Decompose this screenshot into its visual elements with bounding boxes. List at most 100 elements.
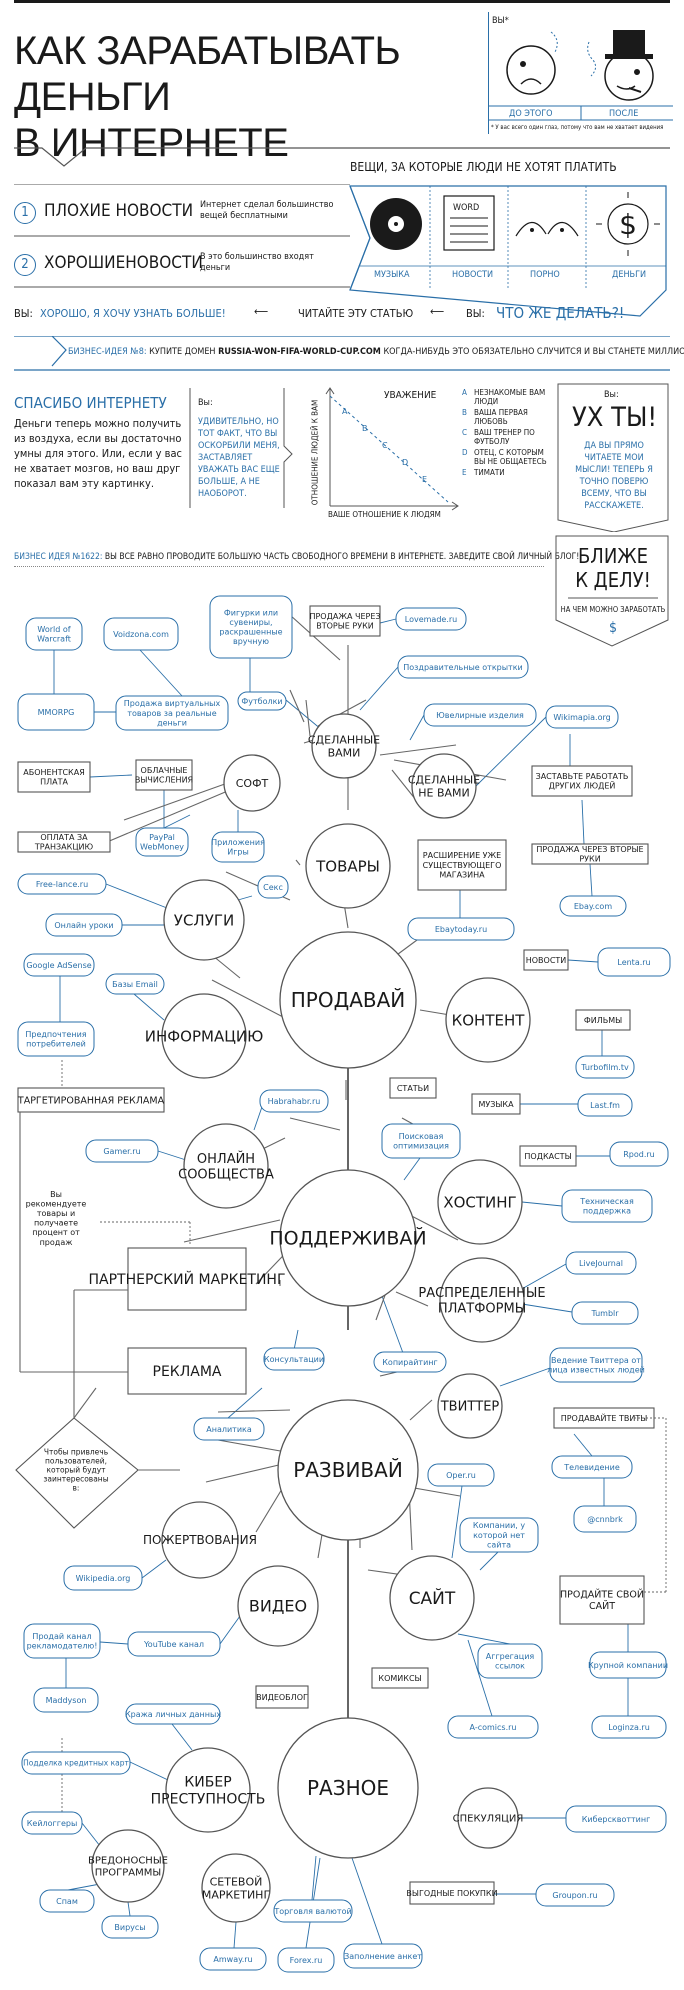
pill-rpod-label: Rpod.ru	[623, 1150, 655, 1159]
pill-gameru[interactable]	[85, 1139, 159, 1163]
pill-groupon[interactable]	[535, 1883, 615, 1907]
pill-wikipedia[interactable]	[63, 1565, 143, 1591]
newspaper-icon	[443, 195, 495, 251]
pill-habr[interactable]	[259, 1089, 329, 1113]
pill-openru[interactable]	[427, 1463, 495, 1487]
pill-copywriting-label: Копирайтинг	[382, 1358, 437, 1367]
pill-adsense[interactable]	[23, 953, 95, 977]
circle-soft-label: СОФТ	[236, 777, 269, 790]
pill-spam[interactable]	[39, 1889, 95, 1913]
pill-forex-trade[interactable]	[273, 1899, 353, 1923]
pill-connector	[233, 1921, 237, 1949]
pill-seo[interactable]	[381, 1123, 461, 1159]
box-articles	[389, 1077, 437, 1099]
pill-turbofilm[interactable]	[575, 1055, 635, 1079]
pill-theft[interactable]	[125, 1703, 221, 1725]
circle-communities	[183, 1123, 269, 1209]
top-hat-icon	[587, 30, 654, 101]
pill-connector	[359, 666, 399, 711]
pill-sellchannel[interactable]	[23, 1623, 101, 1659]
legend-text: НЕЗНАКОМЫЕ ВАМ ЛЮДИ	[474, 388, 546, 406]
pill-connector	[589, 863, 593, 897]
pill-cnnbrk[interactable]	[573, 1505, 637, 1533]
pill-connector	[219, 1615, 241, 1645]
closer-frame	[555, 535, 669, 647]
pill-lovemade[interactable]	[395, 607, 467, 631]
pill-amway[interactable]	[199, 1947, 267, 1971]
pill-consult[interactable]	[263, 1347, 325, 1371]
pill-turbofilm-label: Turbofilm.tv	[580, 1063, 629, 1072]
box-ads-label: РЕКЛАМА	[153, 1364, 222, 1380]
pill-paypal[interactable]	[135, 827, 189, 857]
box-pertx	[17, 831, 111, 853]
chart-point-label: A	[342, 407, 348, 416]
pill-loginza[interactable]	[591, 1715, 667, 1739]
pill-lastfm[interactable]	[577, 1093, 633, 1117]
bad-news-row: 1 ПЛОХИЕ НОВОСТИ Интернет сделал большин…	[14, 200, 344, 230]
pill-lessons[interactable]	[45, 913, 123, 937]
pill-analytics[interactable]	[193, 1417, 265, 1441]
box-deals	[409, 1881, 495, 1905]
pill-prefs[interactable]	[17, 1021, 95, 1057]
circle-speculation-label: СПЕКУЛЯЦИЯ	[453, 1814, 524, 1825]
circle-site	[389, 1555, 475, 1641]
pill-surveys[interactable]	[343, 1943, 423, 1969]
dialog-you-1: ВЫ:	[14, 307, 33, 320]
pill-wow[interactable]	[25, 617, 83, 651]
dialog-middle: ЧИТАЙТЕ ЭТУ СТАТЬЮ	[298, 307, 414, 320]
pill-apps[interactable]	[211, 831, 265, 863]
pill-bigco[interactable]	[589, 1651, 667, 1679]
pill-loginza-label: Loginza.ru	[608, 1723, 650, 1732]
pill-emails[interactable]	[105, 973, 165, 995]
pill-sex[interactable]	[257, 875, 289, 899]
pill-spam-label: Спам	[56, 1897, 78, 1906]
pill-mmorpg-label: MMORPG	[38, 708, 75, 717]
pill-mmorpg[interactable]	[17, 693, 95, 731]
pill-keyloggers[interactable]	[21, 1811, 83, 1835]
pill-greetings[interactable]	[397, 655, 529, 679]
pill-celebtwitter[interactable]	[549, 1347, 643, 1383]
top-rule	[14, 0, 670, 3]
pill-lenta[interactable]	[597, 947, 671, 977]
pill-figures[interactable]	[209, 595, 293, 659]
pill-youtube-label: YouTube канал	[143, 1640, 204, 1649]
pill-maddyson[interactable]	[33, 1687, 99, 1713]
pill-virtual[interactable]	[115, 695, 229, 731]
pill-forexru[interactable]	[277, 1947, 335, 1973]
pill-tv[interactable]	[551, 1455, 633, 1479]
pill-youtube[interactable]	[127, 1631, 221, 1657]
pill-lenta-label: Lenta.ru	[617, 958, 650, 967]
pill-cardfraud[interactable]	[21, 1751, 131, 1775]
connector	[183, 1219, 281, 1243]
pill-viruses[interactable]	[101, 1915, 159, 1939]
pill-wikimapia[interactable]	[545, 705, 619, 729]
pill-habr-label: Habrahabr.ru	[268, 1097, 321, 1106]
closer-sub: НА ЧЕМ МОЖНО ЗАРАБОТАТЬ	[560, 605, 666, 614]
pill-companies[interactable]	[459, 1517, 539, 1553]
pill-rpod[interactable]	[609, 1141, 669, 1167]
circle-info-label: ИНФОРМАЦИЮ	[145, 1027, 264, 1045]
pill-aggregation[interactable]	[477, 1643, 543, 1679]
pill-tumblr[interactable]	[571, 1301, 639, 1325]
pill-acomics[interactable]	[447, 1715, 539, 1739]
pill-copywriting[interactable]	[373, 1351, 447, 1373]
biz8-domain: RUSSIA-WON-FIFA-WORLD-CUP.COM	[218, 347, 381, 357]
legend-key: E	[462, 468, 467, 477]
pill-voidzona[interactable]	[103, 617, 179, 651]
pill-freelance[interactable]	[17, 873, 107, 895]
pill-tshirts[interactable]	[237, 691, 287, 711]
pill-jewelry[interactable]	[423, 703, 537, 727]
pill-techsupport[interactable]	[561, 1189, 653, 1223]
pill-ebay[interactable]	[559, 895, 627, 917]
pill-livejournal[interactable]	[565, 1251, 637, 1275]
connector	[99, 789, 231, 846]
pill-cybersquat[interactable]	[565, 1805, 667, 1833]
pill-tshirts-label: Футболки	[241, 697, 282, 706]
pill-theft-label: Кража личных данных	[125, 1710, 221, 1719]
pill-ebaytoday[interactable]	[407, 917, 515, 941]
